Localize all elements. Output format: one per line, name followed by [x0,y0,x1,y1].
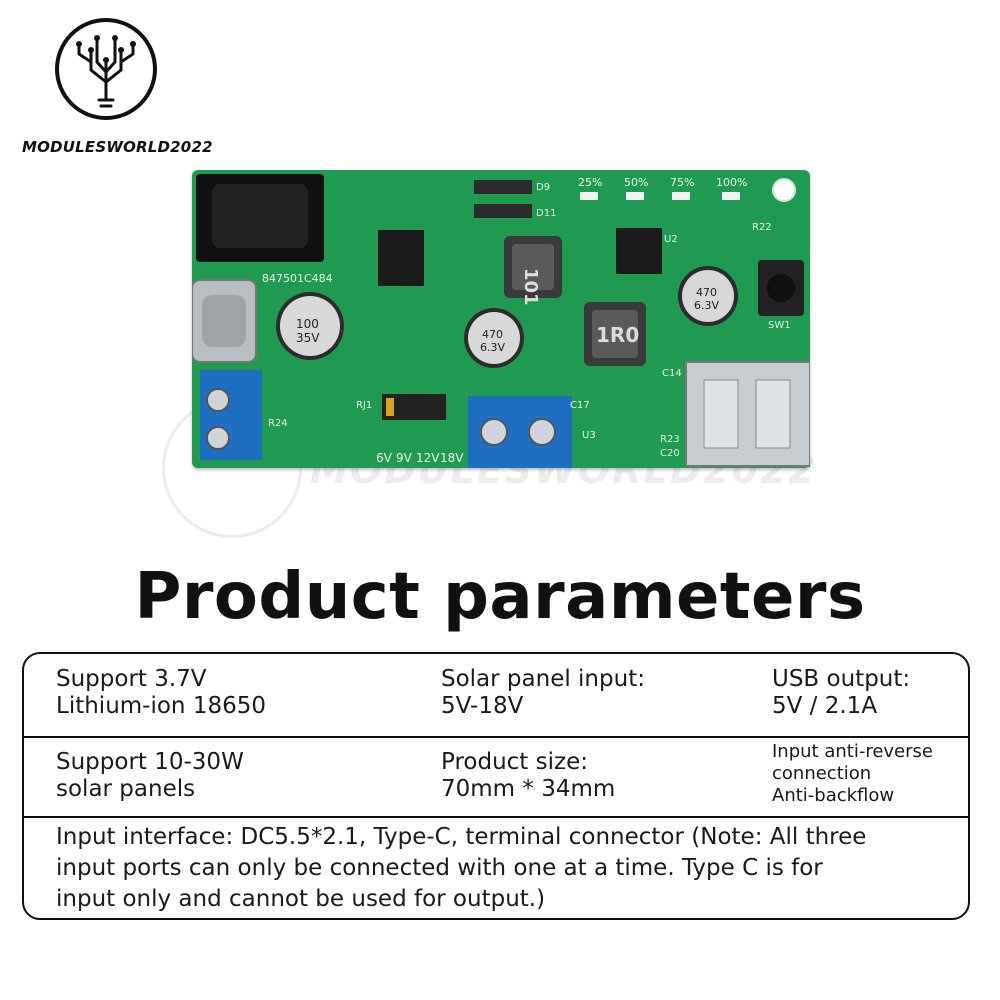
label-c20: C20 [660,448,680,459]
pcb-board: 25% 50% 75% 100% D9 D11 847501C484 RJ1 S… [191,170,811,468]
led-label-50: 50% [624,176,648,189]
voltage-6v: 6V [376,451,393,465]
cap3-rating: 6.3V [694,299,719,312]
brand-logo [55,18,157,120]
table-divider [22,816,970,818]
param-battery: Support 3.7V Lithium-ion 18650 [56,666,266,719]
table-divider [22,736,970,738]
label-rj1: RJ1 [356,400,372,411]
label-r22: R22 [752,222,772,233]
led-label-25: 25% [578,176,602,189]
pcb-illustration: 25% 50% 75% 100% D9 D11 847501C484 RJ1 S… [191,174,811,468]
label-board-id: 847501C484 [262,272,333,285]
led-label-75: 75% [670,176,694,189]
led-label-100: 100% [716,176,747,189]
params-table [22,652,970,920]
label-u2: U2 [664,234,678,245]
inductor-label-1r0: 1R0 [596,323,639,347]
label-c14: C14 [662,368,682,379]
page-title: Product parameters [134,560,866,634]
param-solar-input: Solar panel input: 5V-18V [441,666,645,719]
cap1-value: 100 [296,317,319,331]
label-u3: U3 [582,430,596,441]
cap2-rating: 6.3V [480,341,505,354]
label-d11: D11 [536,208,556,219]
label-d9: D9 [536,182,550,193]
label-r24: R24 [268,418,288,429]
brand-name: MODULESWORLD2022 [22,138,213,156]
label-sw1: SW1 [768,320,791,331]
cap3-value: 470 [696,286,717,299]
voltage-9v: 9V [396,451,413,465]
cap1-rating: 35V [296,331,320,345]
cap2-value: 470 [482,328,503,341]
voltage-12v: 12V [416,451,440,465]
param-input-interface: Input interface: DC5.5*2.1, Type-C, term… [56,824,867,912]
circuit-tree-icon [76,35,136,108]
param-usb-output: USB output: 5V / 2.1A [772,666,911,719]
label-r23: R23 [660,434,680,445]
voltage-18v: 18V [440,451,464,465]
param-product-size: Product size: 70mm * 34mm [441,749,616,802]
inductor-label-101: 101 [520,268,541,306]
param-protection: Input anti-reverse connection Anti-backf… [772,741,933,806]
param-solar-panels: Support 10-30W solar panels [56,749,244,802]
label-c17: C17 [570,400,590,411]
